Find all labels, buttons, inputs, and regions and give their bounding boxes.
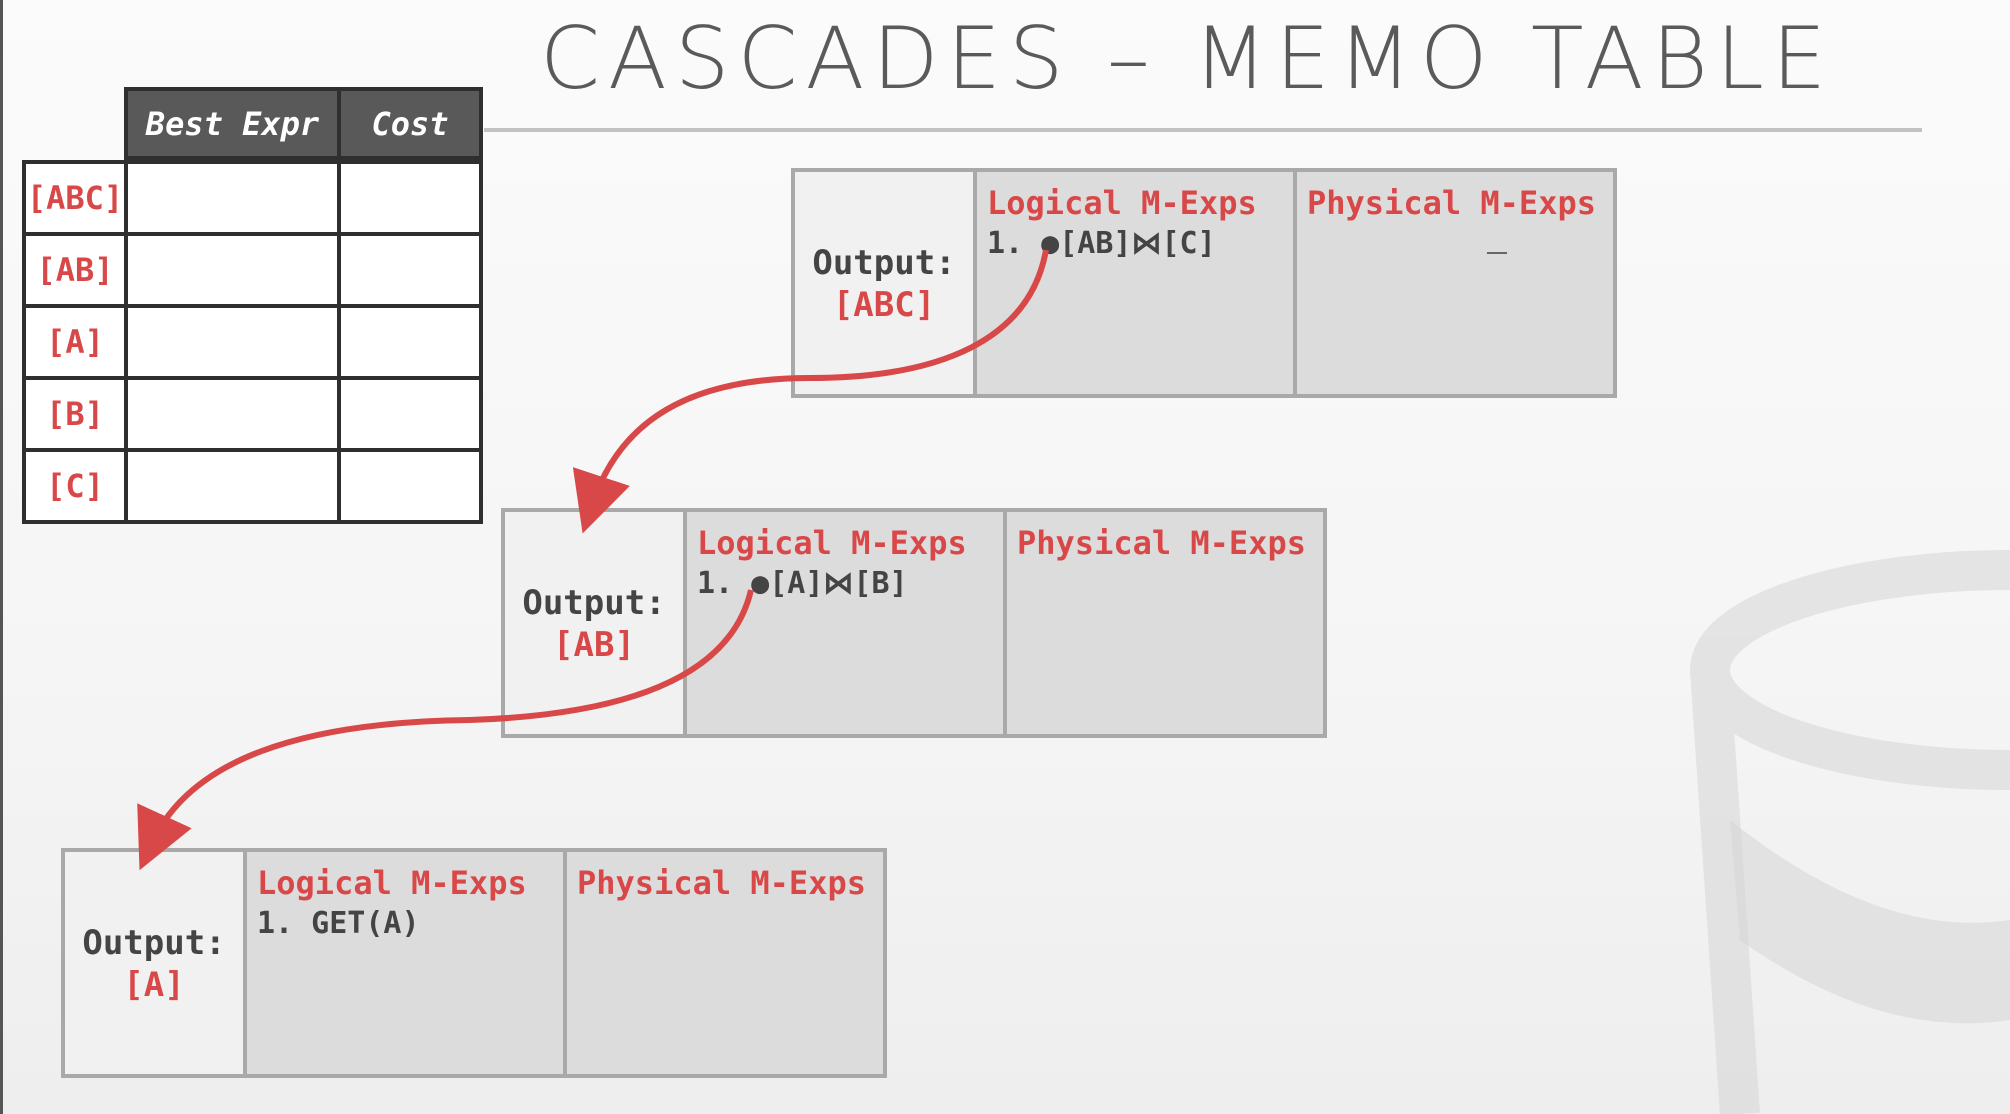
memo-best-expr-cell (124, 448, 341, 524)
physical-mexps-header: Physical M-Exps (577, 864, 866, 902)
memo-best-expr-cell (124, 376, 341, 452)
logical-mexps-header: Logical M-Exps (257, 864, 527, 902)
physical-mexps-header: Physical M-Exps (1307, 184, 1596, 222)
output-label: Output: (522, 583, 666, 623)
memo-header-best-expr: Best Expr (124, 87, 341, 160)
physical-mexps-header: Physical M-Exps (1017, 524, 1306, 562)
physical-mexps-cell: Physical M-Exps (1003, 508, 1327, 738)
output-label: Output: (812, 243, 956, 283)
memo-cost-cell (337, 448, 483, 524)
ellipsis-mark (1487, 252, 1507, 254)
output-value: [A] (123, 965, 185, 1005)
logical-mexps-cell: Logical M-Exps 1. ●[AB]⋈[C] (973, 168, 1297, 398)
memo-header-cost: Cost (337, 87, 483, 160)
slide-left-border (0, 0, 3, 1114)
physical-mexps-cell: Physical M-Exps (1293, 168, 1617, 398)
logical-mexp-item: 1. GET(A) (257, 906, 420, 941)
database-logo (1690, 550, 2010, 1114)
physical-mexps-cell: Physical M-Exps (563, 848, 887, 1078)
title-divider (484, 128, 1922, 132)
logical-mexp-item: 1. ●[A]⋈[B] (697, 566, 908, 601)
logical-mexps-cell: Logical M-Exps 1. ●[A]⋈[B] (683, 508, 1007, 738)
output-value: [AB] (553, 625, 635, 665)
output-label: Output: (82, 923, 226, 963)
logical-mexps-header: Logical M-Exps (987, 184, 1257, 222)
output-value: [ABC] (832, 285, 936, 325)
memo-row: [ABC] (22, 160, 484, 236)
logical-mexps-cell: Logical M-Exps 1. GET(A) (243, 848, 567, 1078)
memo-row-label: [C] (22, 448, 128, 524)
memo-cost-cell (337, 376, 483, 452)
arrow-ab-to-a (137, 589, 754, 871)
logical-mexp-item: 1. ●[AB]⋈[C] (987, 226, 1216, 261)
memo-row-label: [A] (22, 304, 128, 380)
memo-row: [C] (22, 448, 484, 524)
memo-best-expr-cell (124, 232, 341, 308)
slide-title: CASCADES – MEMO TABLE (540, 9, 1835, 109)
arrow-abc-to-ab (572, 249, 1049, 534)
logical-mexps-header: Logical M-Exps (697, 524, 967, 562)
memo-row: [B] (22, 376, 484, 452)
